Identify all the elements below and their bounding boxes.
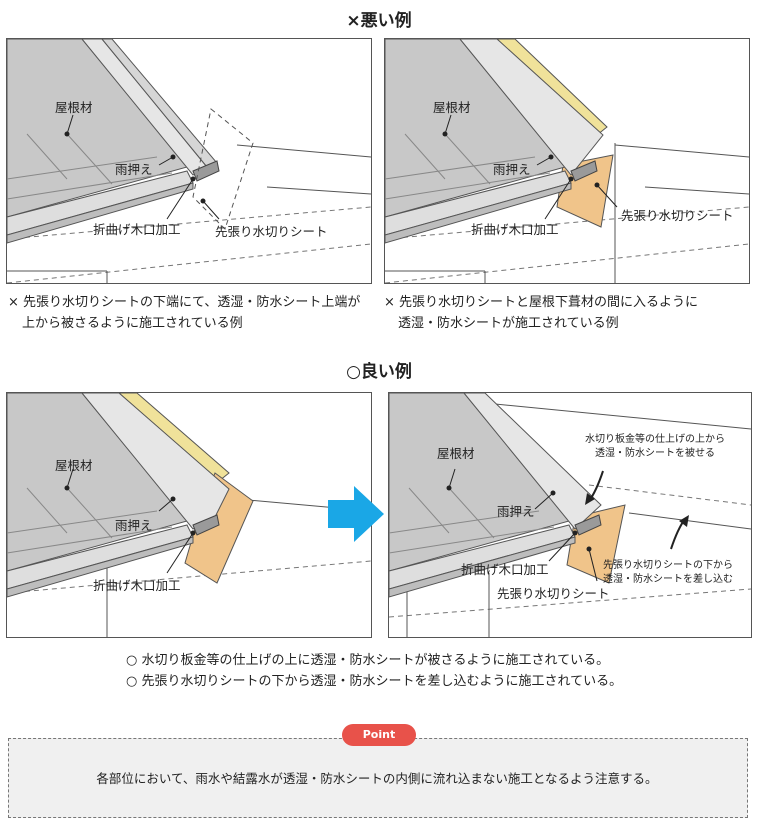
- bad-caption-1-line-2: 上から被さるように施工されている例: [22, 316, 243, 331]
- good-example-2-drawing: [389, 393, 751, 637]
- bad-example-panel-1: 屋根材 雨押え 折曲げ木口加工 先張り水切りシート: [6, 38, 372, 284]
- bad-example-2-drawing: [385, 39, 749, 283]
- note-top-line-2: 透湿・防水シートを被せる: [595, 448, 715, 459]
- good-example-panel-1: 屋根材 雨押え 折曲げ木口加工: [6, 392, 372, 638]
- roof-material-label: 屋根材: [433, 100, 471, 115]
- bad-caption-1: × 先張り水切りシートの下端にて、透湿・防水シート上端が 上から被さるように施工…: [8, 292, 360, 334]
- ame-osae-label: 雨押え: [115, 518, 153, 533]
- note-right-line-1: 先張り水切りシートの下から: [603, 560, 733, 571]
- point-badge: Point: [342, 724, 416, 746]
- ame-osae-label: 雨押え: [115, 162, 153, 177]
- good-example-panel-2: 屋根材 雨押え 折曲げ木口加工 先張り水切りシート 水切り板金等の仕上げの上から…: [388, 392, 752, 638]
- good-example-1-drawing: [7, 393, 371, 637]
- bad-caption-1-line-1: × 先張り水切りシートの下端にて、透湿・防水シート上端が: [8, 295, 361, 310]
- bent-end-label: 折曲げ木口加工: [93, 222, 181, 237]
- roof-material-label: 屋根材: [55, 100, 93, 115]
- bad-example-title: ×悪い例: [346, 11, 412, 31]
- good-example-title: ○良い例: [346, 362, 412, 382]
- good-captions: ○ 水切り板金等の仕上げの上に透湿・防水シートが被さるように施工されている。 ○…: [126, 650, 622, 692]
- point-text: 各部位において、雨水や結露水が透湿・防水シートの内側に流れ込まない施工となるよう…: [96, 771, 658, 786]
- note-top: 水切り板金等の仕上げの上から 透湿・防水シートを被せる: [585, 433, 725, 461]
- sheet-label: 先張り水切りシート: [215, 224, 328, 239]
- bad-caption-2-line-2: 透湿・防水シートが施工されている例: [398, 316, 619, 331]
- good-caption-line-2: ○ 先張り水切りシートの下から透湿・防水シートを差し込むように施工されている。: [126, 674, 623, 689]
- bent-end-label: 折曲げ木口加工: [93, 578, 181, 593]
- bad-caption-2: × 先張り水切りシートと屋根下葺材の間に入るように 透湿・防水シートが施工されて…: [384, 292, 698, 334]
- good-caption-line-1: ○ 水切り板金等の仕上げの上に透湿・防水シートが被さるように施工されている。: [126, 653, 610, 668]
- ame-osae-label: 雨押え: [497, 504, 535, 519]
- bad-caption-2-line-1: × 先張り水切りシートと屋根下葺材の間に入るように: [384, 295, 699, 310]
- roof-material-label: 屋根材: [55, 458, 93, 473]
- note-right: 先張り水切りシートの下から 透湿・防水シートを差し込む: [603, 559, 733, 587]
- transition-arrow-icon: [328, 486, 384, 542]
- bad-example-1-drawing: [7, 39, 371, 283]
- ame-osae-label: 雨押え: [493, 162, 531, 177]
- sheet-label: 先張り水切りシート: [621, 208, 734, 223]
- bent-end-label: 折曲げ木口加工: [461, 562, 549, 577]
- note-top-line-1: 水切り板金等の仕上げの上から: [585, 434, 725, 445]
- sheet-label: 先張り水切りシート: [497, 586, 610, 601]
- bad-example-panel-2: 屋根材 雨押え 折曲げ木口加工 先張り水切りシート: [384, 38, 750, 284]
- bent-end-label: 折曲げ木口加工: [471, 222, 559, 237]
- note-right-line-2: 透湿・防水シートを差し込む: [603, 574, 733, 585]
- roof-material-label: 屋根材: [437, 446, 475, 461]
